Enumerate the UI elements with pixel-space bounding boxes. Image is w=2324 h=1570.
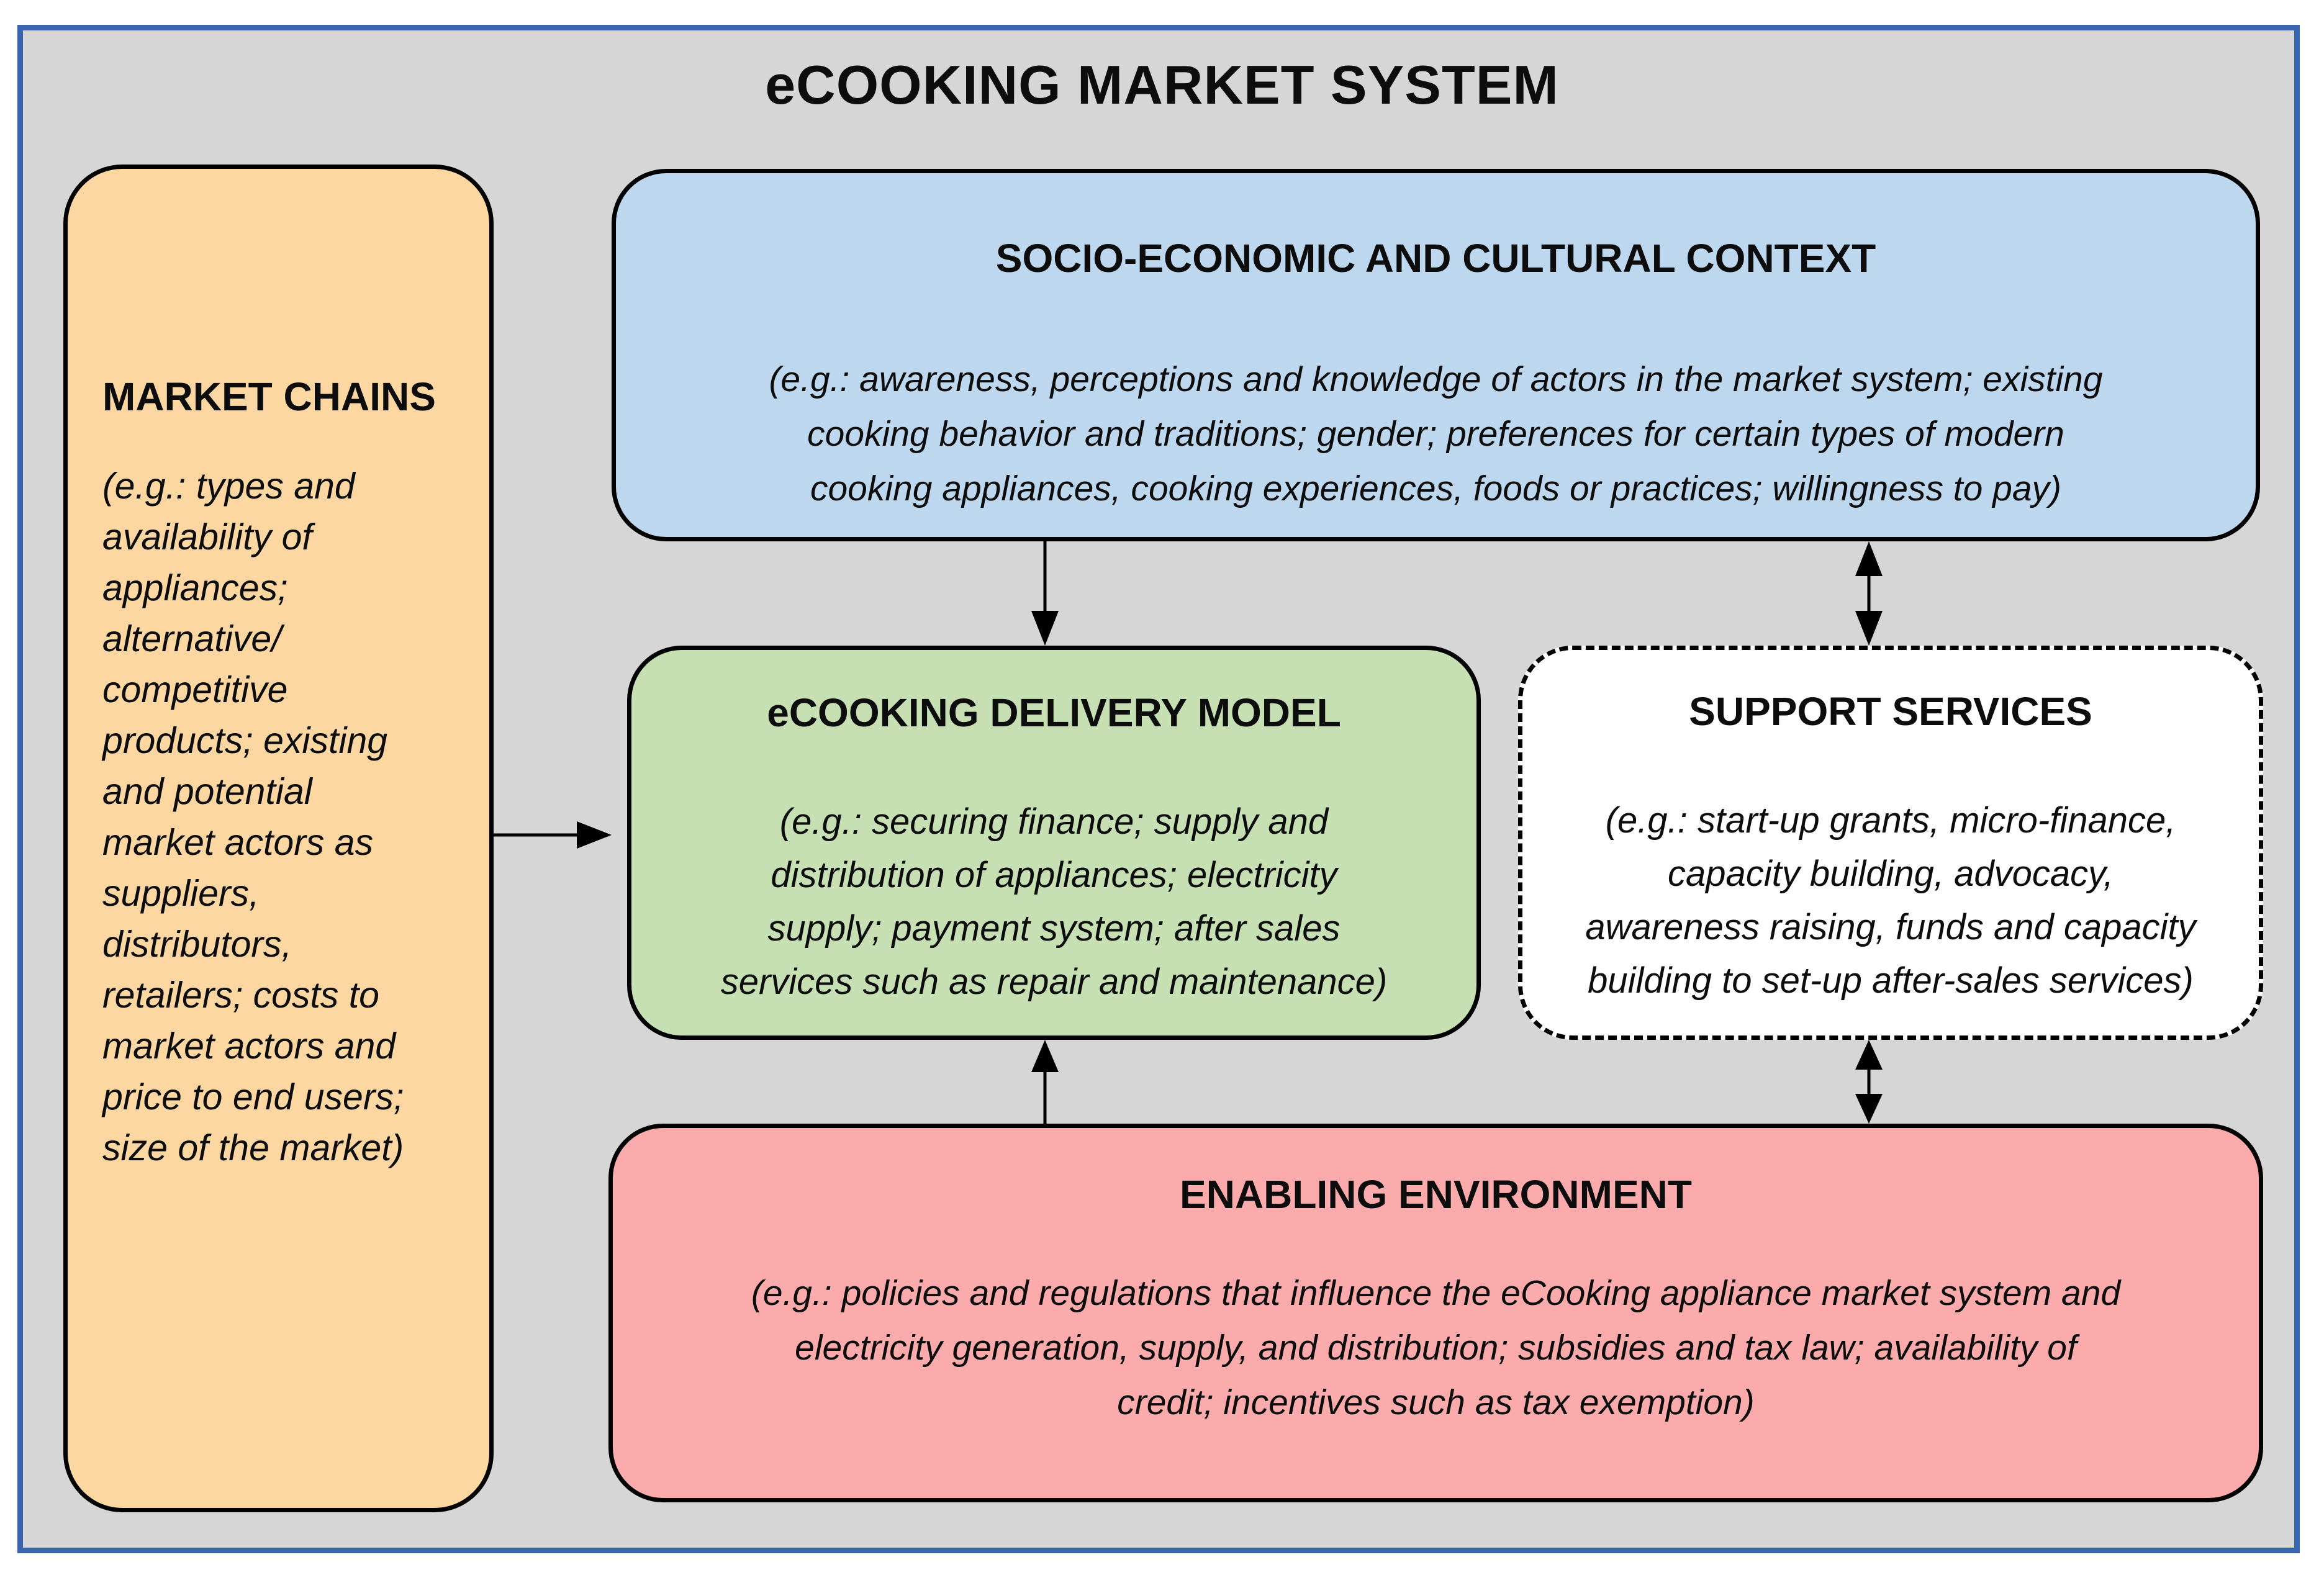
arrow-socio-to-delivery-icon [1030, 541, 1060, 646]
socio-economic-heading: SOCIO-ECONOMIC AND CULTURAL CONTEXT [995, 236, 1876, 281]
enabling-environment-body: (e.g.: policies and regulations that inf… [751, 1273, 2121, 1422]
delivery-model-heading: eCOOKING DELIVERY MODEL [767, 690, 1341, 735]
enabling-environment-box: ENABLING ENVIRONMENT (e.g.: policies and… [608, 1124, 2263, 1502]
arrow-market-chains-to-delivery-icon [494, 820, 612, 850]
support-services-heading: SUPPORT SERVICES [1689, 689, 2092, 734]
support-services-body: (e.g.: start-up grants, micro-finance, c… [1585, 800, 2196, 1001]
enabling-environment-heading: ENABLING ENVIRONMENT [1180, 1172, 1692, 1217]
market-chains-box: MARKET CHAINS (e.g.: types and availabil… [63, 165, 494, 1512]
arrow-support-enabling-double-icon [1854, 1040, 1884, 1124]
market-chains-heading: MARKET CHAINS [102, 374, 436, 419]
support-services-box: SUPPORT SERVICES (e.g.: start-up grants,… [1518, 646, 2263, 1040]
market-chains-body: (e.g.: types and availability of applian… [102, 466, 404, 1168]
delivery-model-box: eCOOKING DELIVERY MODEL (e.g.: securing … [627, 646, 1481, 1040]
arrow-enabling-to-delivery-icon [1030, 1040, 1060, 1124]
socio-economic-box: SOCIO-ECONOMIC AND CULTURAL CONTEXT (e.g… [612, 169, 2260, 541]
arrow-socio-support-double-icon [1854, 541, 1884, 646]
page-title: eCOOKING MARKET SYSTEM [765, 54, 1559, 115]
delivery-model-body: (e.g.: securing finance; supply and dist… [720, 801, 1388, 1002]
socio-economic-body: (e.g.: awareness, perceptions and knowle… [769, 359, 2103, 508]
